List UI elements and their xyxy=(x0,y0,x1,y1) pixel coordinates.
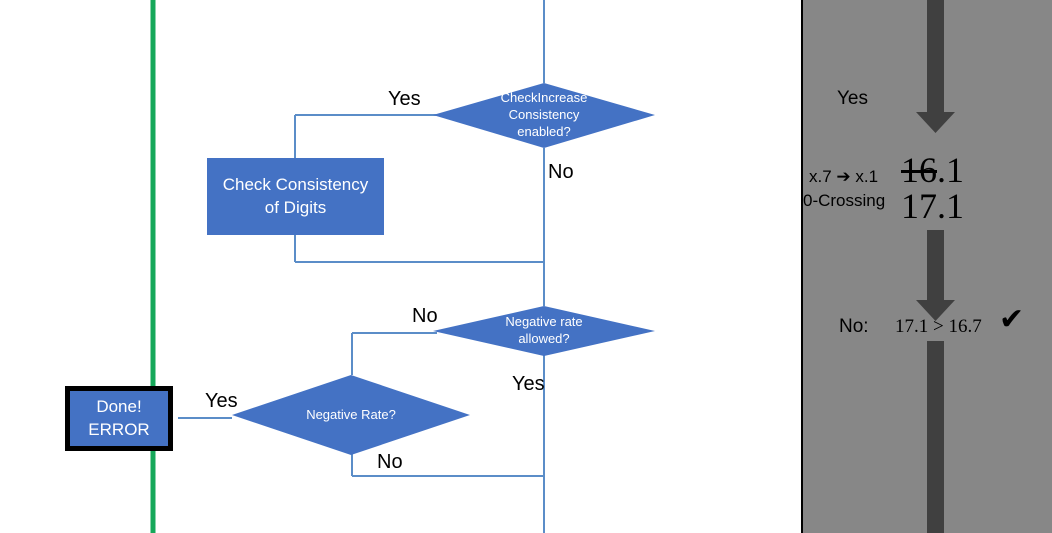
panel-rounding-label: x.7 ➔ x.1 xyxy=(809,167,879,186)
annotation-panel-arrows xyxy=(916,0,955,533)
panel-zero-crossing-label: 0-Crossing xyxy=(803,191,886,210)
panel-arrow-middle-shaft xyxy=(927,230,944,300)
edge-label-check-increase-no: No xyxy=(548,161,574,183)
panel-branch-label: Yes xyxy=(837,88,868,109)
panel-decision-label: No: xyxy=(839,316,869,337)
panel-value-struck-suffix: .1 xyxy=(937,150,964,190)
panel-value-struck-number: 16 xyxy=(901,150,937,190)
check-mark-icon: ✔ xyxy=(999,303,1025,336)
decision-negative-rate[interactable] xyxy=(232,375,470,455)
edge-label-negative-rate-no: No xyxy=(377,451,403,473)
panel-value-result: 17.1 xyxy=(901,186,964,226)
edge-label-negative-rate-allowed-no: No xyxy=(412,305,438,327)
panel-arrow-bottom-shaft xyxy=(927,341,944,533)
panel-arrow-middle-head xyxy=(916,300,955,321)
edge-label-check-increase-yes: Yes xyxy=(388,88,421,110)
panel-arrow-top-shaft xyxy=(927,0,944,112)
annotation-panel: Yes x.7 ➔ x.1 0-Crossing 16.1 17.1 No: 1… xyxy=(801,0,1052,533)
edge-label-negative-rate-yes: Yes xyxy=(205,390,238,412)
terminal-done-error[interactable]: Done! ERROR xyxy=(65,386,173,451)
decision-negative-rate-allowed[interactable] xyxy=(433,306,655,356)
edge-label-negative-rate-allowed-yes: Yes xyxy=(512,373,545,395)
panel-comparison-text: 17.1 > 16.7 xyxy=(895,316,982,337)
panel-arrow-top-head xyxy=(916,112,955,133)
process-check-consistency-of-digits[interactable]: Check Consistency of Digits xyxy=(207,158,384,235)
panel-value-struck: 16.1 xyxy=(901,152,964,188)
decision-check-increase-consistency[interactable] xyxy=(433,83,655,148)
